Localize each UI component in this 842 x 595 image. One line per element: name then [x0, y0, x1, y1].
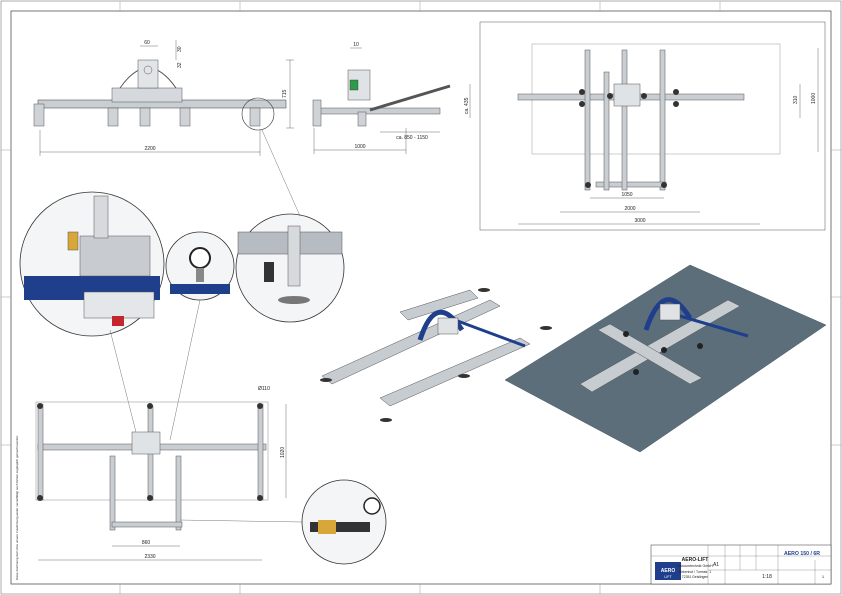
detail-red-button	[112, 316, 124, 326]
dim-2330: 2330	[144, 554, 155, 560]
dim-860: 860	[142, 540, 151, 546]
title-block: AERO LIFT AERO-LIFT Vakuumtechnik GmbH B…	[650, 544, 832, 585]
dim-1000-top: 1000	[811, 93, 817, 104]
top-pump-unit	[613, 83, 641, 107]
dim-715: 715	[282, 89, 288, 98]
detail-filter	[301, 479, 387, 565]
dim-3000: 3000	[634, 218, 645, 224]
front-suction-cups	[33, 103, 261, 127]
aerolift-logo	[655, 562, 681, 580]
detail-gauge-dial	[189, 247, 211, 269]
leader-lines	[109, 129, 303, 523]
detail-cup	[235, 213, 345, 323]
copyright-note: Diese Zeichnung darf ohne unsere Zustimm…	[15, 435, 19, 580]
dim-10: 10	[353, 42, 359, 48]
detail-motor	[79, 235, 151, 277]
dim-850-1150: ca. 850 - 1150	[396, 135, 428, 141]
top-view: 1050 2000 3000 310 1000	[479, 21, 826, 231]
sheet-number: 1	[822, 574, 825, 579]
top-longitudinal-beams	[584, 49, 667, 191]
side-pump	[347, 69, 371, 101]
inner-border	[10, 10, 832, 585]
detail-pump	[19, 191, 165, 337]
side-handle	[369, 84, 451, 112]
detail-gauge	[165, 231, 235, 301]
dim-1020: 1020	[280, 447, 286, 458]
company-city: 72351 Geislingen	[682, 575, 709, 579]
product-name: AERO 150 / 6R	[784, 551, 820, 557]
front-gauge	[143, 65, 153, 75]
logo-text: AERO	[661, 568, 676, 574]
company-sub: Vakuumtechnik GmbH	[677, 564, 713, 568]
bottom-view: 860 2330 Ø110 1020	[35, 386, 287, 561]
dim-30: 30	[177, 46, 183, 52]
dim-d110: Ø110	[258, 386, 270, 392]
iso-device-with-plate	[504, 264, 827, 453]
side-view: 1000 10 ca. 850 - 1150 ca. 435	[312, 42, 471, 154]
front-view: 2200 60 30 32 715	[33, 40, 294, 156]
dim-1000-side: 1000	[354, 144, 365, 150]
front-housing	[111, 87, 183, 103]
sheet-format: A1	[713, 562, 719, 568]
dim-60: 60	[144, 40, 150, 46]
dim-2000: 2000	[624, 206, 635, 212]
dim-310: 310	[793, 95, 799, 104]
company-name: AERO-LIFT	[682, 557, 709, 563]
dim-2200: 2200	[144, 146, 155, 152]
logo-sub: LIFT	[664, 575, 672, 579]
dim-435: ca. 435	[464, 97, 470, 114]
top-suction-cups	[579, 89, 679, 188]
dim-1050: 1050	[621, 192, 632, 198]
side-valve	[349, 79, 359, 91]
company-street: Birkenhof / Turmstr. 1	[679, 570, 711, 574]
detail-brass-valve	[67, 231, 79, 251]
front-detail-circle	[241, 97, 275, 131]
side-beam	[317, 107, 441, 115]
drawing-scale: 1:18	[762, 574, 772, 580]
top-view-frame	[479, 21, 826, 231]
iso-device	[320, 288, 552, 422]
dim-32: 32	[177, 62, 183, 68]
